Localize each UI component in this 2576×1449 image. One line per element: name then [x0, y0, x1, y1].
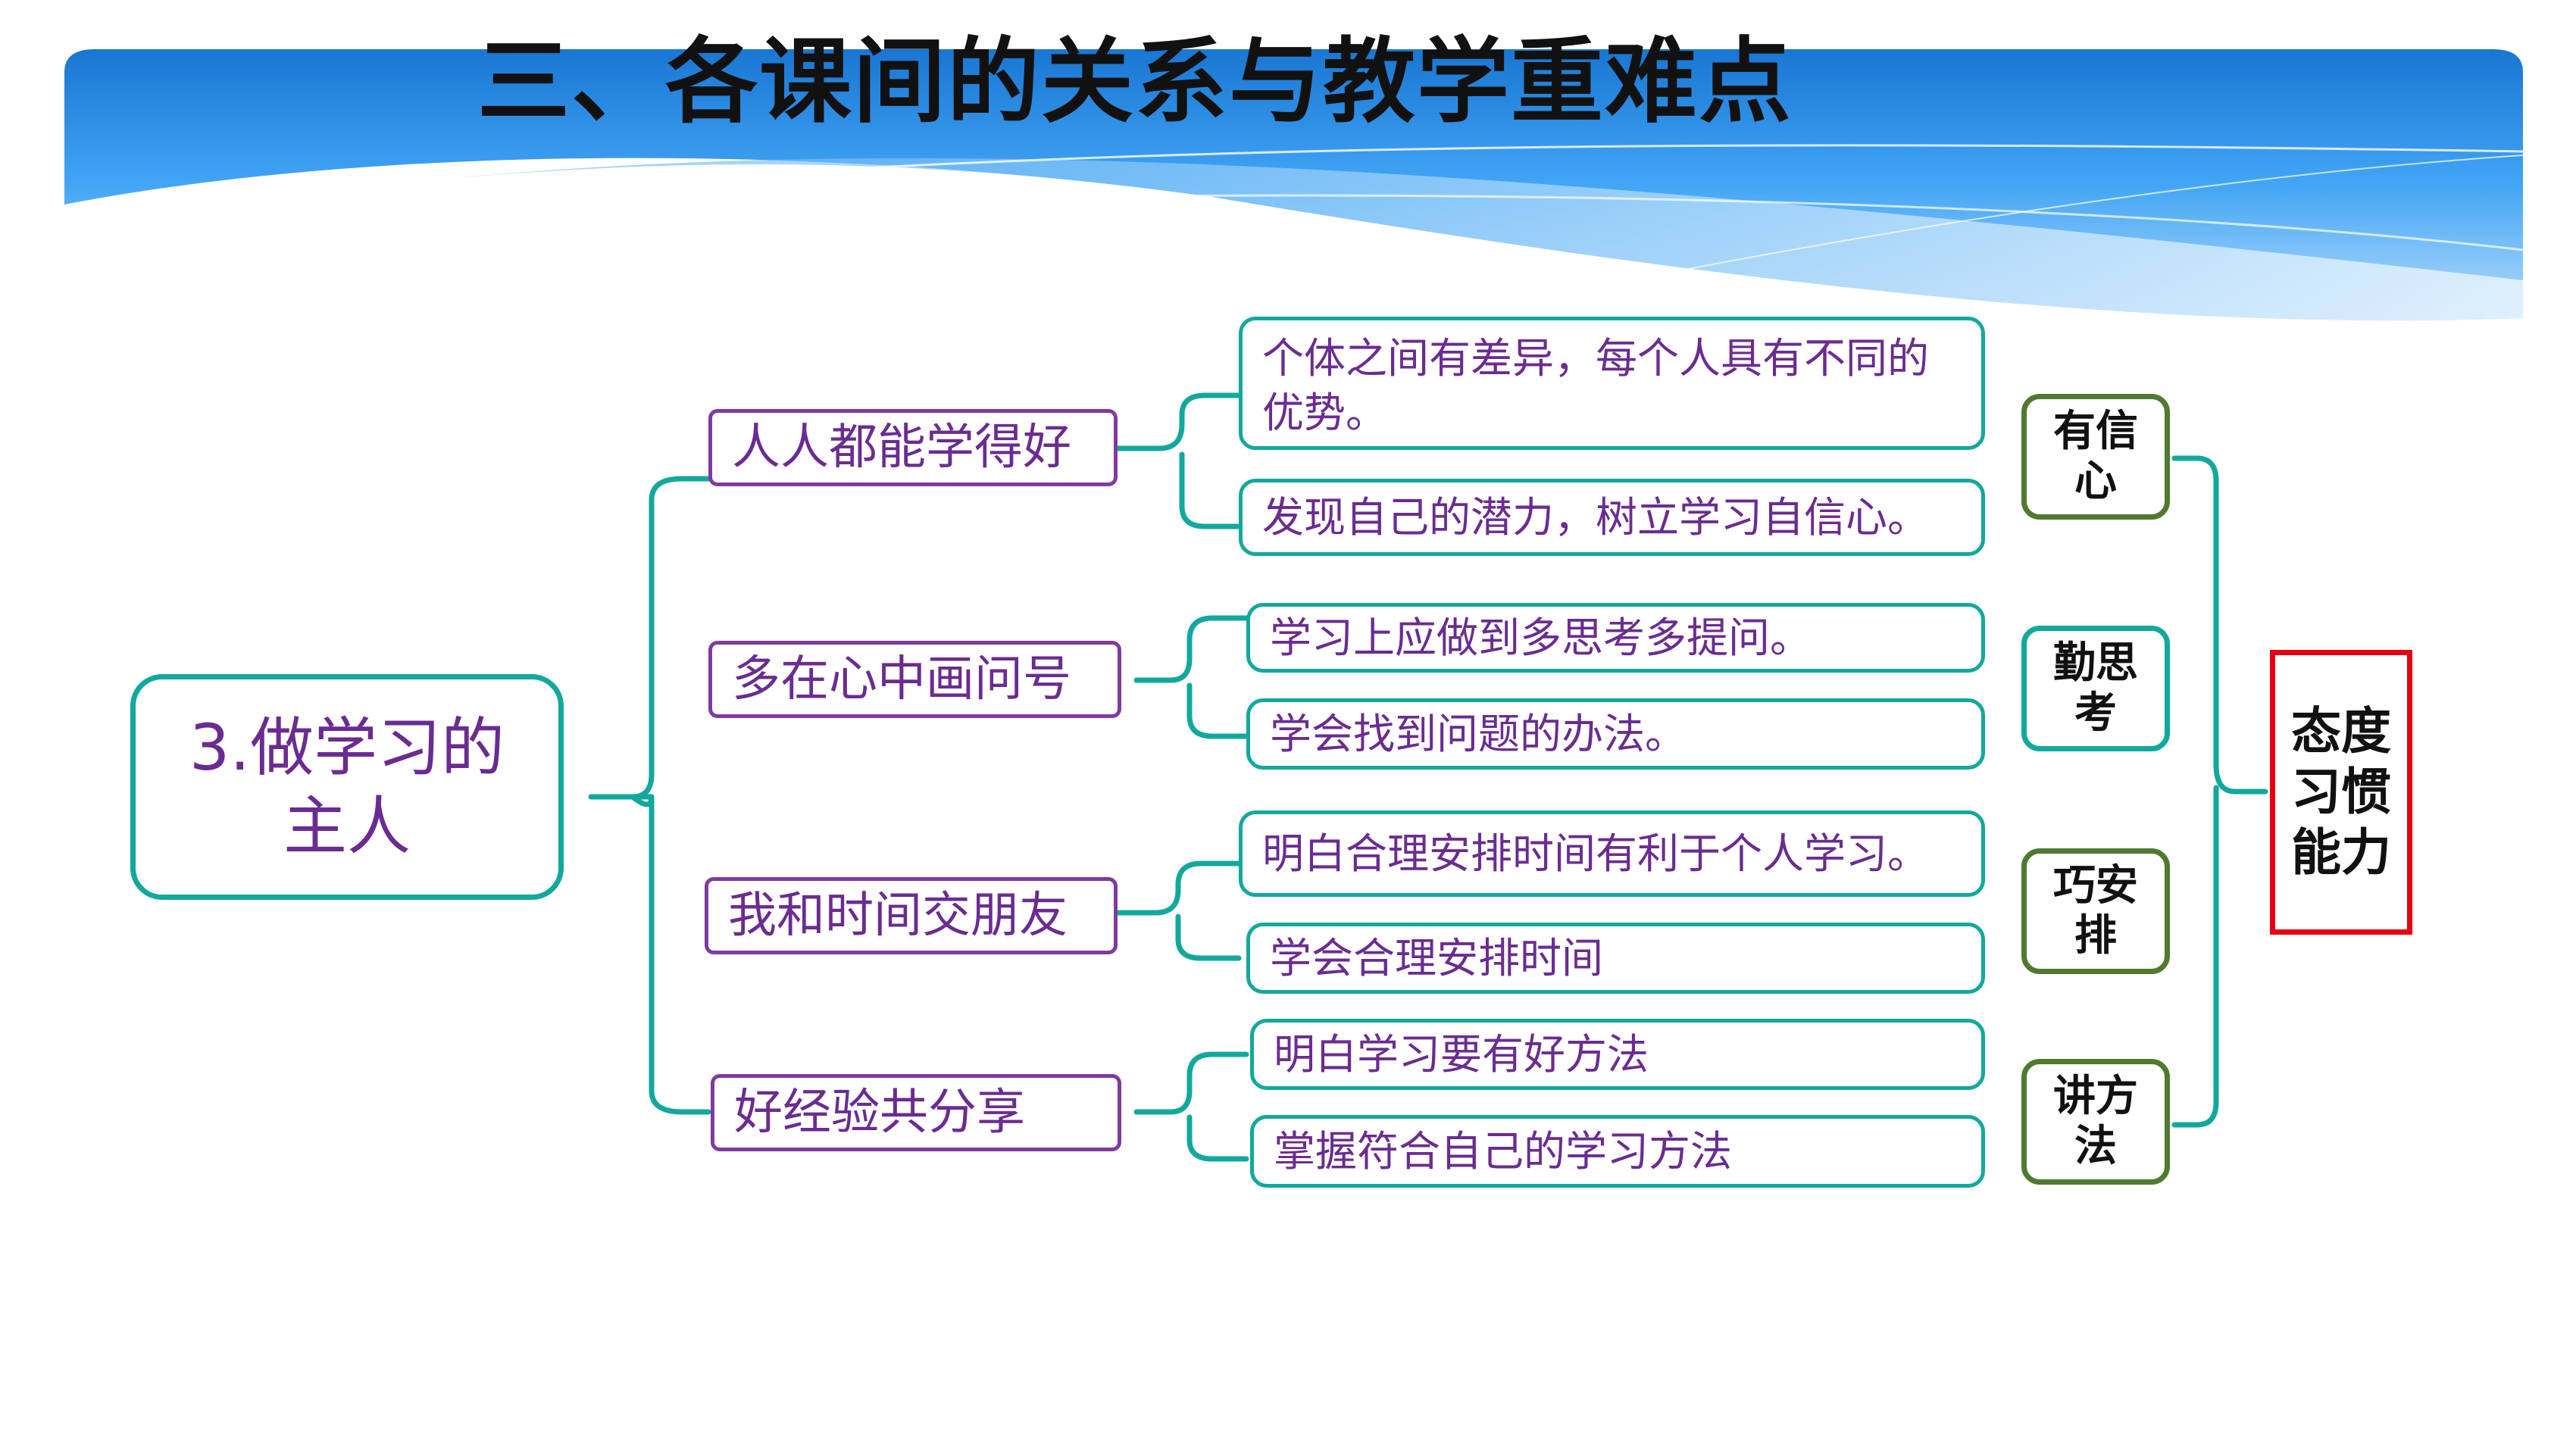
badge-3: 巧安排	[2021, 848, 2170, 974]
badges-bracket	[2171, 455, 2268, 1128]
detail-node-3-2: 学会合理安排时间	[1246, 923, 1985, 994]
page-title: 三、各课间的关系与教学重难点	[477, 28, 1793, 136]
badge-4-label: 讲方法	[2053, 1072, 2138, 1171]
bracket-topic-4	[1133, 1051, 1249, 1162]
root-bracket-mid	[630, 794, 655, 807]
badge-2-label: 勤思考	[2053, 639, 2138, 738]
topic-node-3: 我和时间交朋友	[705, 877, 1118, 954]
topic-node-1: 人人都能学得好	[708, 409, 1118, 486]
detail-node-3-1: 明白合理安排时间有利于个人学习。	[1239, 810, 1985, 897]
topic-node-4: 好经验共分享	[711, 1074, 1121, 1151]
detail-node-2-2: 学会找到问题的办法。	[1246, 698, 1985, 770]
header-banner	[64, 49, 2524, 321]
bracket-topic-1	[1114, 392, 1242, 529]
bracket-topic-3	[1114, 860, 1242, 961]
detail-node-2-1: 学习上应做到多思考多提问。	[1246, 603, 1985, 673]
topic-node-2: 多在心中画问号	[708, 641, 1121, 718]
summary-label: 态度习惯能力	[2291, 702, 2391, 882]
badge-4: 讲方法	[2021, 1059, 2170, 1185]
detail-node-4-2: 掌握符合自己的学习方法	[1250, 1115, 1985, 1188]
badge-1: 有信心	[2021, 394, 2170, 520]
detail-node-1-1: 个体之间有差异，每个人具有不同的优势。	[1239, 317, 1985, 450]
badge-3-label: 巧安排	[2053, 861, 2138, 960]
detail-node-4-1: 明白学习要有好方法	[1250, 1019, 1985, 1090]
root-label: 3.做学习的主人	[189, 710, 505, 863]
badge-2: 勤思考	[2021, 626, 2170, 751]
root-node: 3.做学习的主人	[130, 674, 564, 900]
root-bracket	[588, 476, 711, 1115]
detail-node-1-2: 发现自己的潜力，树立学习自信心。	[1239, 479, 1985, 556]
summary-box: 态度习惯能力	[2270, 650, 2412, 935]
bracket-topic-2	[1133, 615, 1249, 739]
badge-1-label: 有信心	[2053, 407, 2138, 506]
